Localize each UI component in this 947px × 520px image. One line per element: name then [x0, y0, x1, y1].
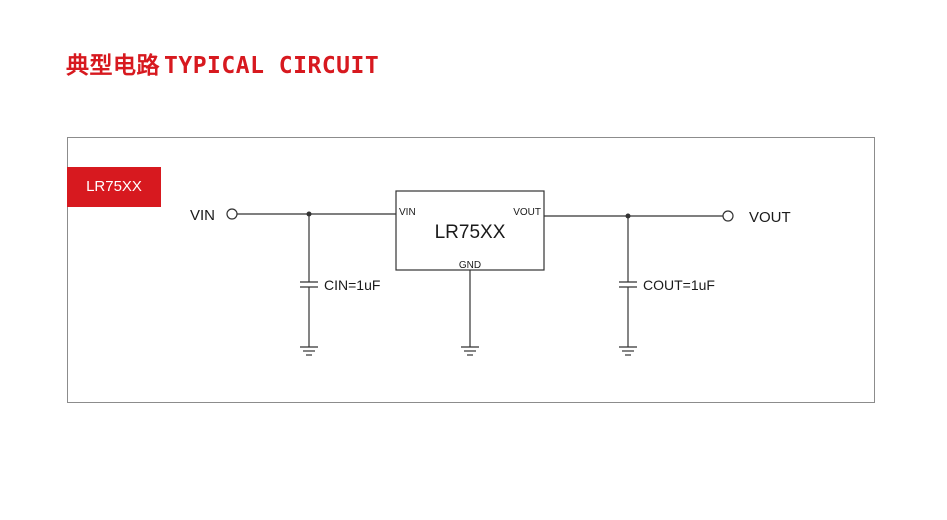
terminal-in-label: VIN — [190, 207, 215, 224]
terminal-out-label: VOUT — [749, 209, 791, 226]
ground-icon-cout — [619, 346, 637, 356]
part-number-tag: LR75XX — [67, 167, 161, 207]
ground-icon-cin — [300, 346, 318, 356]
cap-out-label: COUT=1uF — [643, 277, 715, 293]
page-title-chinese: 典型电路 — [66, 53, 160, 79]
page-title-english: TYPICAL CIRCUIT — [164, 53, 380, 79]
ground-icon-chip — [461, 346, 479, 356]
pin-vin-label: VIN — [399, 207, 416, 218]
cap-in-label: CIN=1uF — [324, 277, 380, 293]
pin-vout-label: VOUT — [513, 207, 541, 218]
junction-dot-out — [625, 213, 631, 219]
pin-gnd-label: GND — [459, 260, 481, 271]
circuit-frame — [67, 137, 875, 403]
junction-dot-in — [306, 211, 312, 217]
terminal-out-icon — [722, 210, 734, 222]
chip-label: LR75XX — [435, 222, 506, 243]
terminal-in-icon — [226, 208, 238, 220]
